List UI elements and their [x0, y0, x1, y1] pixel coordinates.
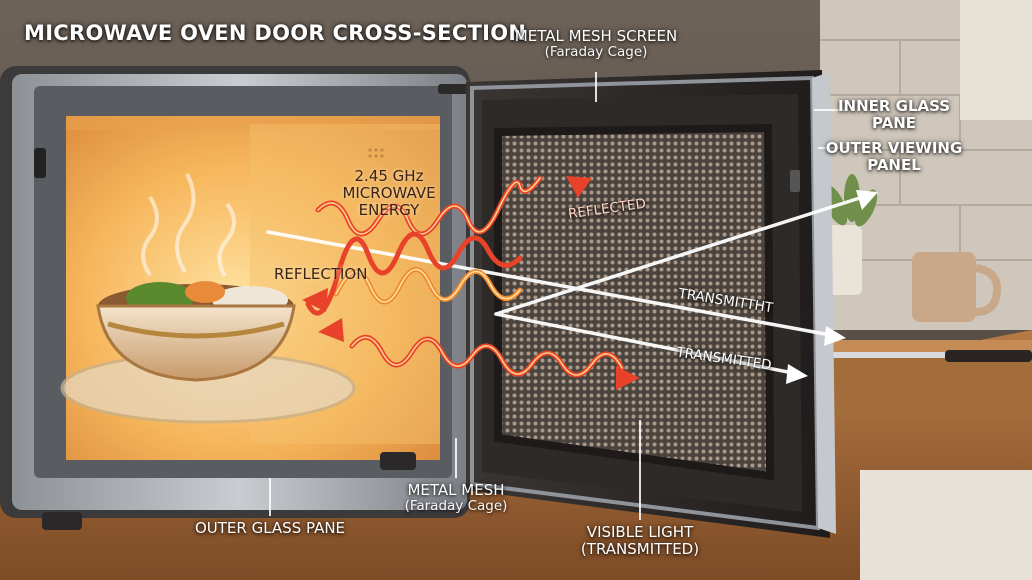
diagram-title: MICROWAVE OVEN DOOR CROSS-SECTION	[24, 21, 527, 45]
label-metal-mesh-screen-sub: (Faraday Cage)	[544, 43, 648, 60]
label-inner-glass-pane-line1: INNER GLASS	[837, 97, 951, 115]
label-outer-glass-pane: OUTER GLASS PANE	[194, 519, 346, 537]
label-visible-light: VISIBLE LIGHT (TRANSMITTED)	[581, 524, 699, 558]
label-inner-glass-pane: INNER GLASS PANE	[838, 98, 950, 132]
label-microwave-energy-line3: ENERGY	[358, 200, 420, 219]
label-reflection: REFLECTION	[274, 265, 368, 283]
label-metal-mesh-sub: (Faraday Cage)	[404, 497, 508, 514]
label-metal-mesh-text: METAL MESH	[407, 481, 505, 499]
label-microwave-energy: 2.45 GHz MICROWAVE ENERGY	[342, 168, 435, 218]
label-outer-viewing-panel-line2: PANEL	[867, 155, 921, 174]
label-inner-glass-pane-line2: PANE	[871, 113, 917, 132]
label-metal-mesh-screen: METAL MESH SCREEN (Faraday Cage)	[515, 28, 677, 60]
label-outer-viewing-panel-line1: OUTER VIEWING	[825, 139, 963, 157]
label-visible-light-sub: (TRANSMITTED)	[580, 539, 700, 558]
label-microwave-energy-line2: MICROWAVE	[342, 183, 436, 202]
label-outer-viewing-panel: OUTER VIEWING PANEL	[826, 140, 963, 174]
label-microwave-energy-line1: 2.45 GHz	[354, 167, 424, 185]
label-metal-mesh-screen-text: METAL MESH SCREEN	[514, 27, 678, 45]
label-metal-mesh: METAL MESH (Faraday Cage)	[405, 482, 508, 514]
label-visible-light-text: VISIBLE LIGHT	[586, 523, 694, 541]
